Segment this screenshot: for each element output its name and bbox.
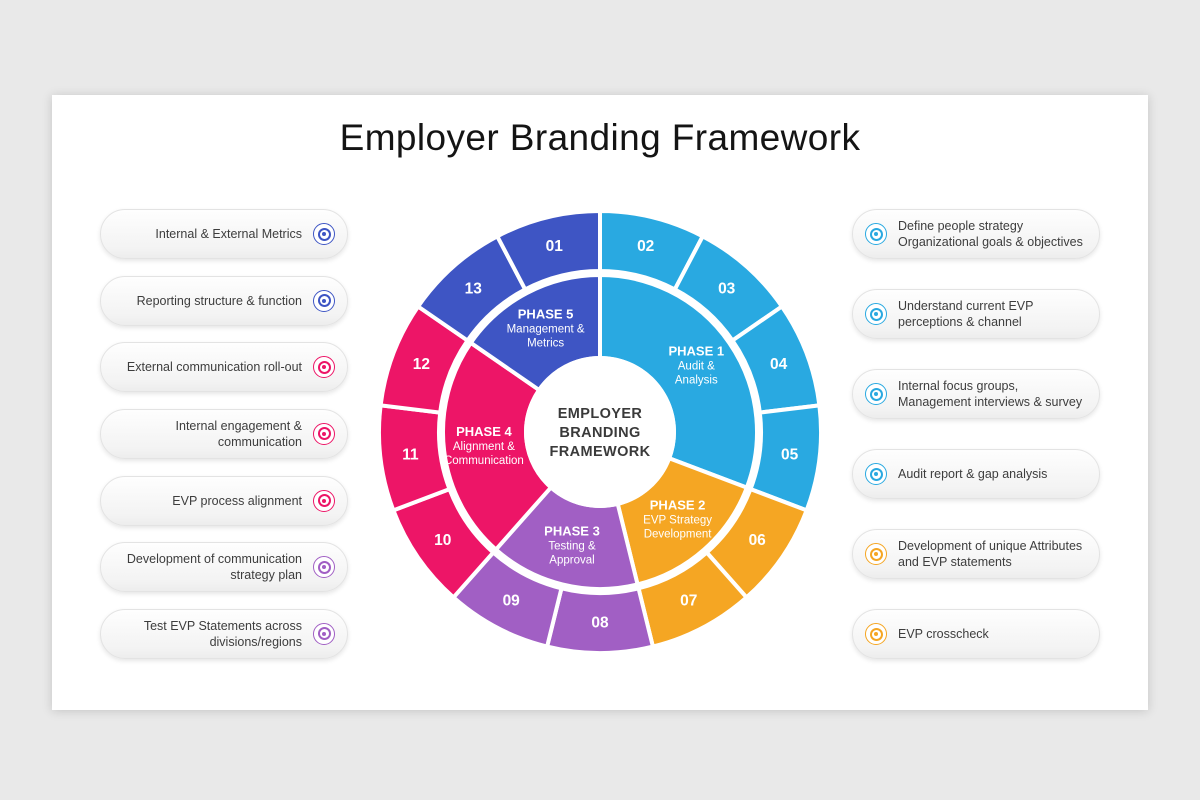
framework-item-label: Internal focus groups, Management interv… — [898, 378, 1083, 409]
framework-item-pill: Internal engagement & communication — [100, 408, 348, 459]
segment-number: 04 — [770, 356, 788, 373]
framework-item-pill: Development of communication strategy pl… — [100, 542, 348, 593]
framework-item-label: Reporting structure & function — [136, 293, 302, 308]
segment-number: 12 — [413, 356, 430, 373]
segment-number: 02 — [637, 238, 654, 255]
segment-number: 06 — [749, 532, 767, 549]
page-title: Employer Branding Framework — [339, 117, 861, 158]
framework-item-label: Define people strategy Organizational go… — [898, 218, 1083, 249]
framework-item-label: Audit report & gap analysis — [898, 466, 1048, 481]
framework-item-label: External communication roll-out — [126, 360, 302, 375]
bullseye-icon — [313, 223, 335, 245]
framework-item-pill: Define people strategy Organizational go… — [852, 209, 1100, 259]
framework-item-pill: Development of unique Attributes and EVP… — [852, 529, 1100, 579]
bullseye-icon — [865, 383, 887, 405]
phase-segment — [495, 209, 602, 292]
segment-number: 08 — [591, 615, 609, 632]
segment-number: 05 — [781, 447, 799, 464]
framework-item-pill: Audit report & gap analysis — [852, 449, 1100, 499]
framework-item-pill: Understand current EVP perceptions & cha… — [852, 289, 1100, 339]
framework-item-pill: Internal focus groups, Management interv… — [852, 369, 1100, 419]
bullseye-icon — [865, 623, 887, 645]
segment-number: 11 — [402, 447, 419, 464]
framework-item-pill: External communication roll-out — [100, 342, 348, 393]
framework-item-label: EVP process alignment — [172, 493, 302, 508]
segment-number: 13 — [465, 281, 483, 298]
bullseye-icon — [865, 543, 887, 565]
framework-item-pill: Reporting structure & function — [100, 275, 348, 326]
framework-item-label: Understand current EVP perceptions & cha… — [898, 298, 1034, 329]
bullseye-icon — [313, 622, 335, 645]
bullseye-icon — [313, 289, 335, 312]
framework-item-label: EVP crosscheck — [898, 626, 989, 641]
right-items-column: Define people strategy Organizational go… — [852, 209, 1100, 659]
segment-number: 10 — [434, 532, 451, 549]
bullseye-icon — [313, 356, 335, 379]
framework-item-label: Development of communication strategy pl… — [126, 552, 302, 583]
framework-item-pill: Test EVP Statements across divisions/reg… — [100, 608, 348, 659]
bullseye-icon — [865, 463, 887, 485]
center-circle — [524, 356, 676, 508]
framework-item-label: Internal engagement & communication — [175, 418, 302, 449]
bullseye-icon — [313, 422, 335, 445]
framework-item-label: Internal & External Metrics — [155, 226, 302, 241]
bullseye-icon — [313, 489, 335, 512]
bullseye-icon — [865, 223, 887, 245]
segment-number: 01 — [546, 238, 564, 255]
bullseye-icon — [313, 556, 335, 579]
segment-number: 03 — [718, 281, 736, 298]
framework-item-pill: Internal & External Metrics — [100, 209, 348, 259]
framework-item-label: Test EVP Statements across divisions/reg… — [143, 618, 302, 649]
slide-card: Employer Branding Framework Internal & E… — [52, 95, 1148, 710]
framework-item-pill: EVP crosscheck — [852, 609, 1100, 659]
bullseye-icon — [865, 303, 887, 325]
segment-number: 09 — [503, 593, 521, 610]
framework-item-pill: EVP process alignment — [100, 475, 348, 526]
segment-number: 07 — [680, 593, 697, 610]
framework-item-label: Development of unique Attributes and EVP… — [898, 538, 1083, 569]
